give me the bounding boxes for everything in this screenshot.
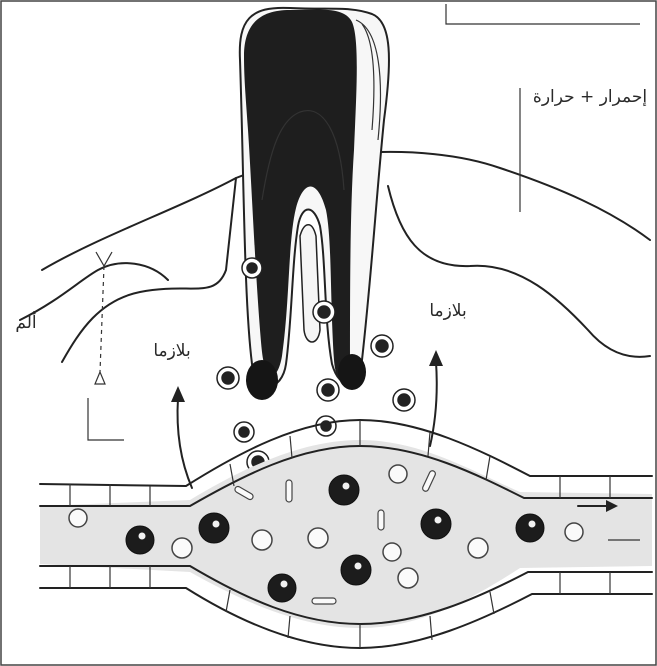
redness-heat-label: إحمرار + حرارة [533,87,647,107]
root-apex-right [338,354,366,390]
plasma-label-right: بلازما [429,301,466,321]
root-apex-left [246,360,278,400]
plasma-label-left: بلازما [153,341,190,361]
pain-label: ألم [15,311,36,333]
